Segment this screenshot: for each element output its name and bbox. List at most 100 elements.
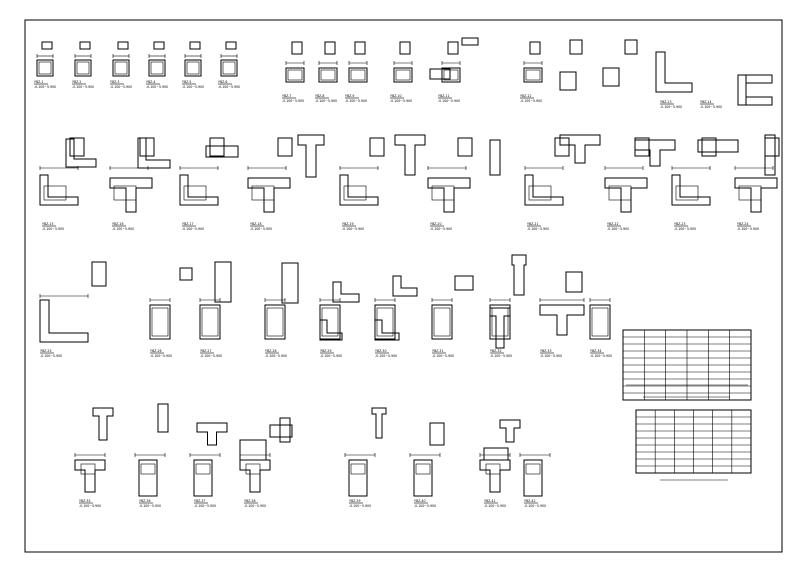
stirrup: [114, 61, 128, 75]
stirrup: [183, 185, 207, 201]
t-section-outline: [539, 304, 585, 336]
detail-elevation: -0.100~5.900: [244, 504, 266, 508]
stirrup: [150, 61, 164, 75]
stirrup: [528, 185, 552, 201]
detail-elevation: -0.100~5.900: [34, 85, 56, 89]
stirrup: [675, 185, 699, 201]
t-section-outline: [109, 177, 153, 213]
detail-label: YBZ-15: [42, 222, 53, 226]
stirrup: [415, 463, 431, 475]
stirrup: [321, 307, 339, 337]
stirrup: [43, 185, 67, 201]
column-section: [319, 304, 341, 340]
detail-label: YBZ-39: [349, 499, 360, 503]
column-section: [441, 67, 461, 83]
detail-elevation: -0.100~5.900: [139, 504, 161, 508]
column-section: [489, 304, 511, 340]
detail-label: YBZ-24: [737, 222, 748, 226]
column-section: [220, 59, 238, 77]
detail-elevation: -0.100~5.900: [490, 354, 512, 358]
detail-elevation: -0.100~5.900: [146, 85, 168, 89]
column-plan-mark: [454, 275, 474, 291]
detail-label: YBZ-18: [250, 222, 261, 226]
stirrup: [80, 463, 96, 475]
detail-label: YBZ-42: [524, 499, 535, 503]
stirrup: [350, 463, 366, 475]
l-section-outline: [65, 138, 97, 168]
detail-elevation: -0.100~5.900: [375, 354, 397, 358]
stirrup: [266, 307, 284, 337]
column-plan-mark: [269, 424, 293, 438]
l-section-outline: [332, 281, 360, 303]
stirrup: [350, 69, 366, 81]
detail-label: YBZ-30: [375, 349, 386, 353]
detail-label: YBZ-29: [320, 349, 331, 353]
stirrup: [395, 69, 411, 81]
detail-elevation: -0.100~5.900: [540, 354, 562, 358]
column-section: [138, 459, 158, 497]
detail-label: YBZ-26: [150, 349, 161, 353]
detail-elevation: -0.100~5.900: [112, 227, 134, 231]
column-section: [431, 304, 453, 340]
column-section: [193, 459, 213, 497]
column-plan-mark: [634, 137, 650, 157]
detail-elevation: -0.100~5.900: [607, 227, 629, 231]
l-section-outline: [39, 174, 79, 206]
detail-elevation: -0.100~5.900: [414, 504, 436, 508]
detail-elevation: -0.100~5.900: [315, 99, 337, 103]
l-section-outline: [137, 137, 171, 169]
column-section: [429, 68, 451, 80]
stirrup: [485, 463, 501, 475]
outer-frame: [24, 19, 783, 553]
schedule-table-2: [635, 409, 752, 474]
stirrup: [525, 69, 541, 81]
column-plan-mark: [461, 37, 479, 46]
column-section: [559, 71, 577, 91]
l-section-outline: [655, 51, 693, 93]
detail-elevation: -0.100~5.900: [520, 99, 542, 103]
column-plan-mark: [209, 137, 225, 157]
detail-label: YBZ-7: [282, 94, 291, 98]
stirrup: [113, 185, 137, 201]
l-section-outline: [374, 319, 400, 341]
detail-elevation: -0.100~5.900: [250, 227, 272, 231]
detail-elevation: -0.100~5.900: [700, 105, 722, 109]
column-section: [602, 67, 620, 87]
detail-elevation: -0.100~5.900: [737, 227, 759, 231]
detail-elevation: -0.100~5.900: [320, 354, 342, 358]
detail-label: YBZ-38: [244, 499, 255, 503]
detail-label: YBZ-4: [146, 80, 155, 84]
column-plan-mark: [569, 39, 583, 55]
stirrup: [287, 69, 303, 81]
detail-label: YBZ-36: [139, 499, 150, 503]
column-section: [374, 304, 396, 340]
column-plan-mark: [69, 137, 85, 157]
detail-label: YBZ-22: [607, 222, 618, 226]
column-plan-mark: [214, 261, 232, 303]
stirrup: [591, 307, 609, 337]
detail-label: YBZ-27: [200, 349, 211, 353]
detail-label: YBZ-14: [700, 100, 711, 104]
column-plan-mark: [291, 41, 303, 55]
detail-elevation: -0.100~5.900: [72, 85, 94, 89]
column-plan-mark: [153, 41, 165, 50]
stirrup: [431, 185, 455, 201]
t-section-outline: [604, 177, 648, 213]
column-section: [523, 67, 543, 83]
detail-label: YBZ-33: [540, 349, 551, 353]
column-plan-mark: [489, 139, 501, 176]
column-details-group: YBZ-1-0.100~5.900YBZ-2-0.100~5.900YBZ-3-…: [34, 37, 780, 508]
t-section-outline: [479, 459, 511, 493]
column-section: [393, 67, 413, 83]
column-plan-mark: [205, 145, 239, 158]
detail-elevation: -0.100~5.900: [194, 504, 216, 508]
stirrup: [608, 185, 632, 201]
detail-elevation: -0.100~5.900: [590, 354, 612, 358]
detail-label: YBZ-13: [660, 100, 671, 104]
detail-label: YBZ-11: [438, 94, 449, 98]
detail-label: YBZ-21: [527, 222, 538, 226]
stirrup: [222, 61, 236, 75]
detail-elevation: -0.100~5.900: [182, 85, 204, 89]
column-section: [239, 439, 267, 461]
